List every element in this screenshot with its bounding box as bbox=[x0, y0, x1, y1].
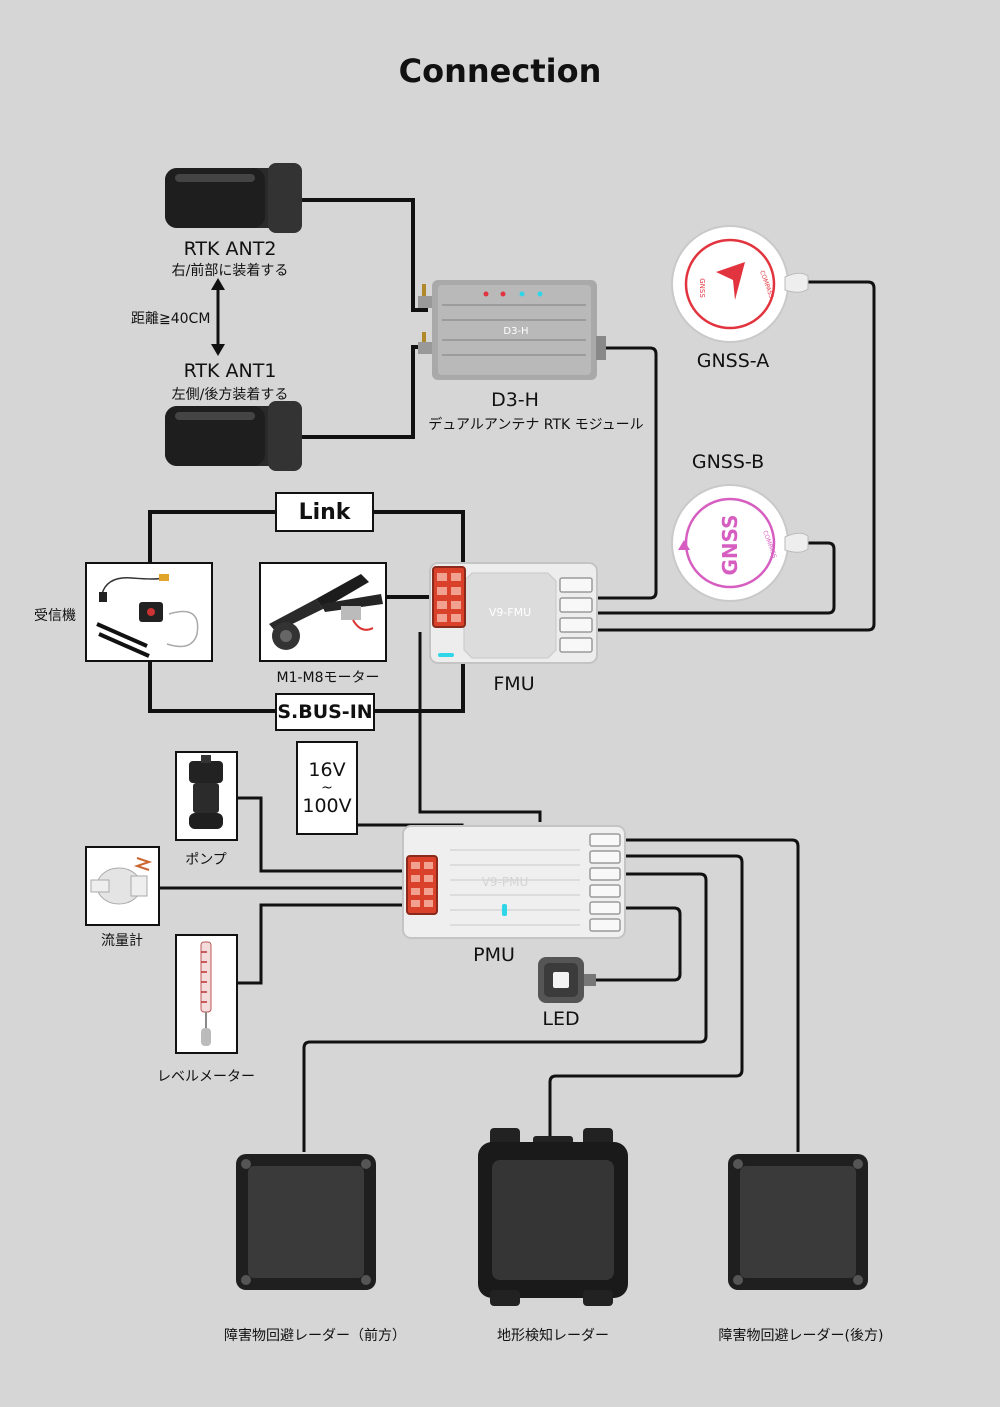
rtk-ant2-label: RTK ANT2 bbox=[183, 238, 277, 260]
distance-label: 距離≧40CM bbox=[131, 311, 211, 327]
link-tag: Link bbox=[275, 492, 374, 532]
wire-level bbox=[238, 903, 407, 985]
pump-image bbox=[175, 751, 238, 841]
d3h-description: デュアルアンテナ RTK モジュール bbox=[428, 417, 644, 433]
compass-arrow-icon bbox=[716, 262, 745, 300]
radar-rear-label: 障害物回避レーダー(後方) bbox=[718, 1328, 884, 1344]
fmu-device-label: V9-FMU bbox=[489, 606, 531, 619]
wire-gnssb-fmu bbox=[598, 541, 836, 615]
radar-front-device bbox=[236, 1154, 376, 1290]
level-meter-label: レベルメーター bbox=[157, 1069, 255, 1085]
motors-image bbox=[259, 562, 387, 662]
rtk-ant2-note: 右/前部に装着する bbox=[171, 263, 289, 279]
gnss-b-mark: GNSS bbox=[718, 514, 742, 575]
gnss-a-mark: GNSS bbox=[698, 278, 706, 298]
wire-gnssa-fmu bbox=[598, 280, 876, 632]
d3h-label: D3-H bbox=[491, 389, 539, 411]
receiver-label: 受信機 bbox=[34, 608, 76, 624]
wire-ant1-d3h bbox=[300, 345, 428, 439]
wire-radar-rear bbox=[625, 838, 800, 1152]
fmu-label: FMU bbox=[493, 673, 535, 695]
pmu-device: V9-PMU bbox=[402, 825, 626, 939]
rtk-ant2-antenna bbox=[165, 163, 302, 233]
receiver-image bbox=[85, 562, 213, 662]
wires bbox=[148, 198, 465, 713]
wire-radar-front bbox=[302, 872, 708, 1152]
wire-link-left bbox=[148, 510, 275, 563]
pmu-label: PMU bbox=[473, 944, 515, 966]
gnss-b-device: GNSS COMPASS bbox=[671, 484, 809, 602]
rtk-ant1-label: RTK ANT1 bbox=[183, 360, 277, 382]
wire-ant2-d3h bbox=[300, 198, 428, 312]
pump-label: ポンプ bbox=[185, 852, 227, 868]
wire-fmu-pmu bbox=[418, 632, 542, 822]
signal-wires bbox=[160, 280, 876, 1152]
led-label: LED bbox=[542, 1008, 580, 1030]
wire-sbus-left bbox=[148, 662, 277, 713]
radar-terrain-device bbox=[478, 1128, 628, 1306]
wire-led bbox=[590, 906, 682, 982]
wire-radar-terrain bbox=[548, 854, 744, 1138]
rtk-ant1-note: 左側/後方装着する bbox=[171, 387, 289, 403]
motors-label: M1-M8モーター bbox=[276, 670, 380, 686]
level-meter-image bbox=[175, 934, 238, 1054]
gnss-b-label: GNSS-B bbox=[691, 451, 765, 473]
radar-rear-device bbox=[728, 1154, 868, 1290]
voltage-separator: ~ bbox=[321, 780, 333, 796]
pmu-device-label: V9-PMU bbox=[482, 875, 529, 889]
gnss-a-label: GNSS-A bbox=[696, 350, 770, 372]
radar-terrain-label: 地形検知レーダー bbox=[497, 1328, 609, 1344]
wire-link-right bbox=[372, 510, 465, 575]
gnss-a-device: GNSS COMPASS bbox=[671, 225, 809, 343]
distance-arrow bbox=[211, 278, 225, 356]
wire-d3h-fmu bbox=[598, 346, 658, 600]
flowmeter-label: 流量計 bbox=[101, 933, 143, 949]
fmu-device: V9-FMU bbox=[429, 562, 598, 664]
wire-pump bbox=[237, 796, 407, 873]
voltage-box: 16V ~ 100V bbox=[296, 741, 358, 835]
rtk-ant1-antenna bbox=[165, 401, 302, 471]
d3h-device: D3-H bbox=[418, 280, 606, 380]
voltage-low: 16V bbox=[308, 759, 346, 781]
radar-front-label: 障害物回避レーダー（前方） bbox=[224, 1328, 406, 1344]
voltage-high: 100V bbox=[302, 795, 352, 817]
led-device bbox=[538, 957, 596, 1003]
flowmeter-image bbox=[85, 846, 160, 926]
d3h-device-label: D3-H bbox=[503, 326, 528, 337]
sbus-tag: S.BUS-IN bbox=[275, 693, 375, 731]
wire-sbus-right bbox=[373, 655, 465, 713]
page-title: Connection bbox=[398, 52, 602, 90]
